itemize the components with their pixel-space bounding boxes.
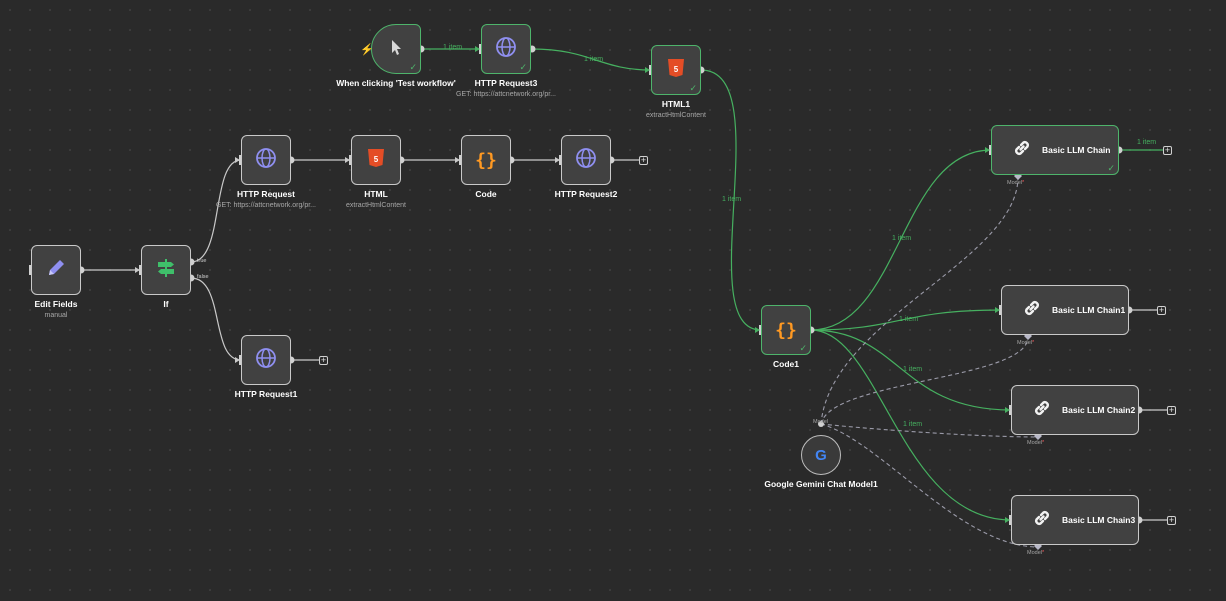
edge-label: 1 item xyxy=(443,44,463,51)
node-title: HTML1 xyxy=(661,99,691,109)
node-manual-trigger[interactable]: ⚡ ✓ xyxy=(360,24,421,74)
svg-text:5: 5 xyxy=(674,65,679,74)
add-node-button[interactable]: + xyxy=(319,355,328,365)
node-subtitle: extractHtmlContent xyxy=(346,202,406,209)
edge-label: 1 item xyxy=(892,235,912,242)
node-title: Basic LLM Chain1 xyxy=(1052,305,1126,315)
node-google-gemini-chat-model1[interactable]: G xyxy=(801,435,841,475)
node-subtitle: extractHtmlContent xyxy=(646,112,706,119)
node-title: If xyxy=(163,299,169,309)
node-title: Basic LLM Chain3 xyxy=(1062,515,1136,525)
edge-if-httprequest xyxy=(190,159,242,263)
add-node-button[interactable]: + xyxy=(639,155,648,165)
node-http-request[interactable] xyxy=(241,135,291,185)
node-title: Google Gemini Chat Model1 xyxy=(764,479,878,489)
add-node-button[interactable]: + xyxy=(1157,305,1166,315)
trigger-bolt-icon: ⚡ xyxy=(360,44,374,56)
edge-label: 1 item xyxy=(899,316,919,323)
node-title: HTML xyxy=(364,189,388,199)
model-input-label: Model* xyxy=(1007,180,1025,186)
success-check-icon: ✓ xyxy=(409,62,417,72)
node-basic-llm-chain[interactable]: Basic LLM Chain ✓ xyxy=(991,125,1119,175)
node-basic-llm-chain2[interactable]: Basic LLM Chain2 xyxy=(1011,385,1139,435)
node-http-request3[interactable]: ✓ xyxy=(481,24,531,74)
success-check-icon: ✓ xyxy=(1107,163,1115,173)
success-check-icon: ✓ xyxy=(799,343,807,353)
link-icon xyxy=(1032,398,1052,423)
node-title: HTTP Request3 xyxy=(474,78,538,88)
add-node-button[interactable]: + xyxy=(1167,405,1176,415)
node-title: Basic LLM Chain2 xyxy=(1062,405,1136,415)
edge-label: 1 item xyxy=(903,421,923,428)
node-code1[interactable]: {} ✓ xyxy=(761,305,811,355)
edge-label: 1 item xyxy=(1137,139,1157,146)
node-title: HTTP Request1 xyxy=(234,389,298,399)
success-check-icon: ✓ xyxy=(519,62,527,72)
node-http-request1[interactable] xyxy=(241,335,291,385)
node-edit-fields[interactable] xyxy=(31,245,81,295)
signpost-icon xyxy=(155,257,177,284)
node-code[interactable]: {} xyxy=(461,135,511,185)
node-basic-llm-chain3[interactable]: Basic LLM Chain3 xyxy=(1011,495,1139,545)
cursor-icon xyxy=(386,37,406,62)
edge-gemini-llm2 xyxy=(820,423,1039,438)
edge-gemini-llm0 xyxy=(820,176,1019,425)
node-title: Basic LLM Chain xyxy=(1042,145,1111,155)
google-icon: G xyxy=(815,446,827,464)
globe-icon xyxy=(255,347,277,374)
model-input-label: Model* xyxy=(1027,440,1045,446)
arrowheads xyxy=(135,46,1010,523)
success-check-icon: ✓ xyxy=(689,83,697,93)
node-http-request2[interactable] xyxy=(561,135,611,185)
link-icon xyxy=(1012,138,1032,163)
node-html1[interactable]: 5 ✓ xyxy=(651,45,701,95)
node-title: Code xyxy=(475,189,497,199)
edge-gemini-llm1 xyxy=(820,336,1029,425)
edge-if-http1 xyxy=(190,277,242,361)
output-label-true: true xyxy=(197,258,207,264)
html5-icon: 5 xyxy=(667,58,685,83)
node-html[interactable]: 5 xyxy=(351,135,401,185)
add-node-button[interactable]: + xyxy=(1167,515,1176,525)
globe-icon xyxy=(255,147,277,174)
node-subtitle: GET: https://attcnetwork.org/pr... xyxy=(216,202,316,209)
globe-icon xyxy=(575,147,597,174)
model-output-label: Model xyxy=(813,419,828,425)
node-title: When clicking 'Test workflow' xyxy=(336,78,456,88)
globe-icon xyxy=(495,36,517,63)
edge-label: 1 item xyxy=(722,196,742,203)
model-input-label: Model* xyxy=(1017,340,1035,346)
add-node-button[interactable]: + xyxy=(1163,145,1172,155)
model-input-label: Model* xyxy=(1027,550,1045,556)
braces-icon: {} xyxy=(775,319,797,341)
node-title: HTTP Request2 xyxy=(554,189,618,199)
node-subtitle: manual xyxy=(44,312,68,319)
node-basic-llm-chain1[interactable]: Basic LLM Chain1 xyxy=(1001,285,1129,335)
braces-icon: {} xyxy=(475,149,497,171)
pencil-icon xyxy=(45,257,67,284)
node-subtitle: GET: https://attcnetwork.org/pr... xyxy=(456,91,556,98)
html5-icon: 5 xyxy=(367,148,385,173)
link-icon xyxy=(1022,298,1042,323)
link-icon xyxy=(1032,508,1052,533)
edge-label: 1 item xyxy=(584,56,604,63)
node-if[interactable] xyxy=(141,245,191,295)
node-title: Edit Fields xyxy=(34,299,78,309)
output-label-false: false xyxy=(197,274,209,280)
svg-text:5: 5 xyxy=(374,155,379,164)
node-title: Code1 xyxy=(773,359,799,369)
node-title: HTTP Request xyxy=(237,189,295,199)
model-handles xyxy=(1014,172,1042,550)
edge-label: 1 item xyxy=(903,366,923,373)
